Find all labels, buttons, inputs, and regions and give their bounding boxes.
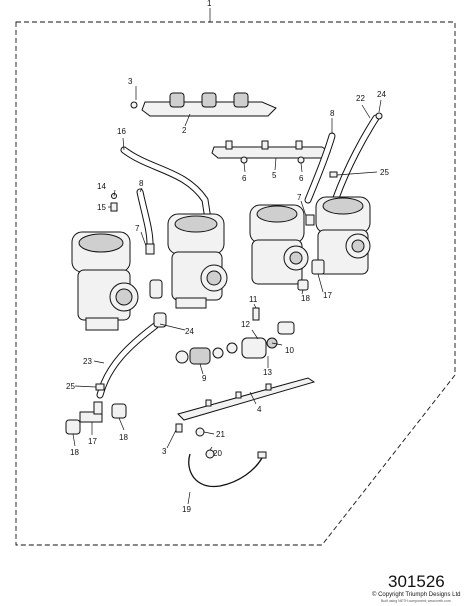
carburettor-2 (167, 213, 228, 309)
callout-25-left: 25 (66, 382, 75, 391)
callout-11: 11 (249, 295, 258, 304)
callout-6-left: 6 (242, 174, 247, 183)
vent-hose-left (136, 188, 154, 248)
build-note: Built using NETH component; www.neth.com (381, 599, 451, 603)
cap-18-left (65, 419, 81, 435)
callout-4: 4 (257, 405, 262, 414)
fuel-hose-23 (96, 322, 159, 399)
clip-25-left (95, 383, 105, 391)
callout-12: 12 (241, 320, 250, 329)
callout-23: 23 (83, 357, 92, 366)
callout-25-right: 25 (380, 168, 389, 177)
callout-2: 2 (182, 126, 187, 135)
clip-15 (110, 202, 118, 212)
callout-18-left: 18 (70, 448, 79, 457)
callout-21: 21 (216, 430, 225, 439)
callout-22: 22 (356, 94, 365, 103)
carburettor-mounting-bracket (141, 92, 277, 117)
callout-labels: 1 2 3 3 4 5 6 6 7 7 8 8 9 10 11 12 13 14… (66, 0, 389, 514)
connector-17-right (311, 259, 325, 275)
callout-18-middle: 18 (119, 433, 128, 442)
callout-17-left: 17 (88, 437, 97, 446)
callout-6-right: 6 (299, 174, 304, 183)
connector-18-right (297, 279, 309, 291)
callout-8-right: 8 (330, 109, 335, 118)
callout-20: 20 (213, 449, 222, 458)
clip-24-lower (153, 312, 167, 328)
washer-right (297, 156, 305, 164)
callout-17-right: 17 (323, 291, 332, 300)
copyright-notice: © Copyright Triumph Designs Ltd (372, 592, 461, 598)
fuel-hose-16 (120, 146, 214, 236)
callout-19: 19 (182, 505, 191, 514)
callout-3-top: 3 (128, 77, 133, 86)
screw-top (130, 101, 138, 109)
callout-24-lower: 24 (185, 327, 194, 336)
vent-hose-right (304, 132, 336, 204)
callout-7-left: 7 (135, 224, 140, 233)
carburettor-3 (249, 204, 309, 285)
callout-15: 15 (97, 203, 106, 212)
screw-3-lower (175, 423, 183, 433)
t-piece-17 (79, 401, 103, 423)
callout-3-lower: 3 (162, 447, 167, 456)
clip-24-top (375, 112, 383, 120)
washer-left (240, 156, 248, 164)
carburettor-1 (71, 231, 139, 331)
callout-14: 14 (97, 182, 106, 191)
fitting-7-left (145, 243, 155, 255)
cable-19 (188, 451, 267, 488)
cap-18-right (111, 403, 127, 419)
callout-10: 10 (285, 346, 294, 355)
callout-5: 5 (272, 171, 277, 180)
carburettor-4 (315, 196, 371, 275)
callout-leaders (72, 86, 382, 505)
clip-25-right (329, 171, 338, 178)
callout-9: 9 (202, 374, 207, 383)
linkage-assembly (175, 321, 295, 365)
vent-hose-22 (332, 114, 380, 202)
callout-24-top: 24 (377, 90, 386, 99)
callout-1: 1 (207, 0, 212, 8)
callout-7-right: 7 (297, 193, 302, 202)
linkage-bar (177, 377, 316, 421)
assembly-outline (15, 21, 456, 546)
callout-8-left: 8 (139, 179, 144, 188)
callout-13: 13 (263, 368, 272, 377)
connector-24-middle (149, 279, 163, 299)
throttle-cable-bracket (211, 140, 331, 159)
diagram-number: 301526 (388, 572, 445, 591)
spring-21 (195, 427, 205, 437)
callout-18-right: 18 (301, 294, 310, 303)
callout-16: 16 (117, 127, 126, 136)
screw-11 (252, 307, 260, 321)
fitting-7-right (305, 214, 315, 226)
